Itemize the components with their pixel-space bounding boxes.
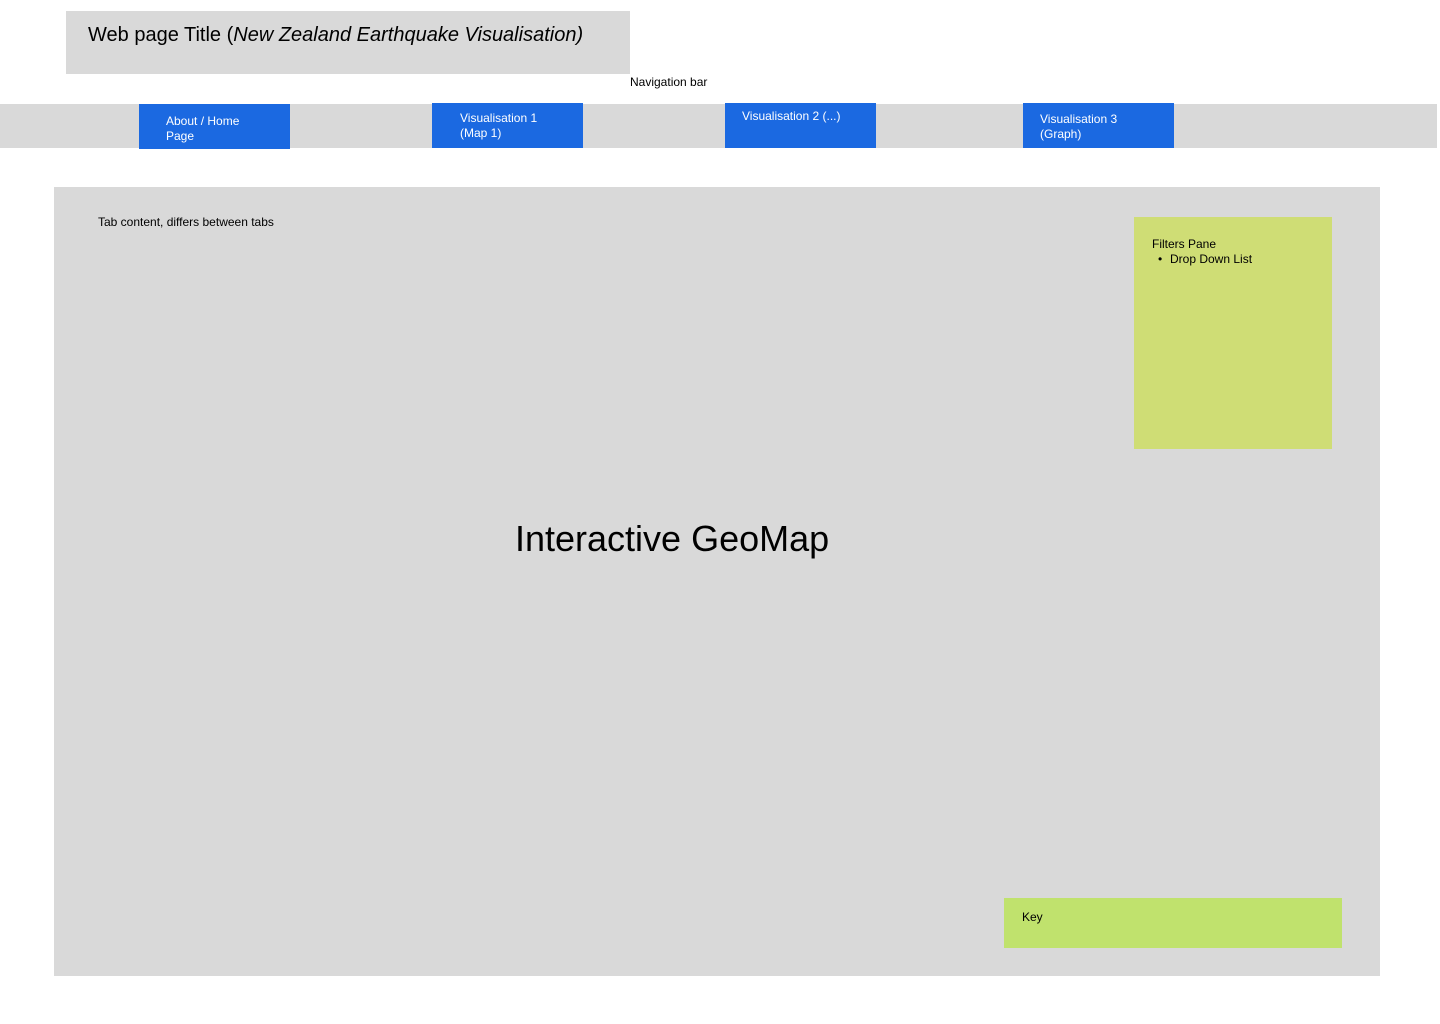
- tab-visualisation-2-label: Visualisation 2 (...): [742, 109, 841, 123]
- tab-visualisation-3[interactable]: Visualisation 3 (Graph): [1023, 103, 1174, 148]
- page-title-box: Web page Title (New Zealand Earthquake V…: [66, 11, 630, 74]
- filter-drop-down-list-label: Drop Down List: [1170, 252, 1253, 266]
- page-title-italic: New Zealand Earthquake Visualisation): [233, 24, 584, 46]
- filters-list: • Drop Down List: [1152, 252, 1252, 267]
- tab-about-home[interactable]: About / Home Page: [139, 104, 290, 149]
- tab-visualisation-2[interactable]: Visualisation 2 (...): [725, 103, 876, 148]
- interactive-geomap[interactable]: Interactive GeoMap: [515, 518, 830, 559]
- tab-visualisation-1-label: Visualisation 1 (Map 1): [460, 111, 538, 140]
- tab-about-home-label: About / Home Page: [166, 114, 240, 143]
- bullet-icon: •: [1158, 252, 1163, 266]
- filter-drop-down-list[interactable]: • Drop Down List: [1152, 252, 1252, 267]
- map-key-label: Key: [1022, 910, 1043, 924]
- page-title-prefix: Web page Title (: [88, 24, 234, 46]
- tab-content-area: Tab content, differs between tabs Intera…: [54, 187, 1380, 976]
- tab-visualisation-3-label: Visualisation 3 (Graph): [1040, 112, 1118, 141]
- page-title: Web page Title (New Zealand Earthquake V…: [88, 23, 583, 47]
- filters-pane: Filters Pane • Drop Down List: [1134, 217, 1332, 449]
- map-key: Key: [1004, 898, 1342, 948]
- filters-pane-title: Filters Pane: [1152, 237, 1217, 251]
- navigation-bar-caption: Navigation bar: [630, 75, 708, 89]
- tab-content-caption: Tab content, differs between tabs: [98, 215, 274, 229]
- tab-visualisation-1[interactable]: Visualisation 1 (Map 1): [432, 103, 583, 148]
